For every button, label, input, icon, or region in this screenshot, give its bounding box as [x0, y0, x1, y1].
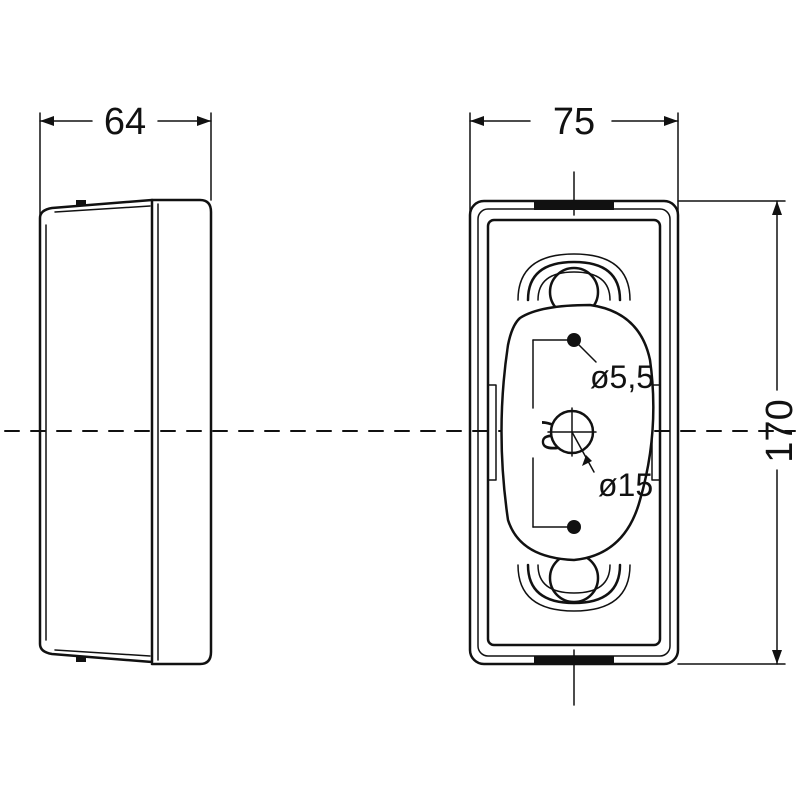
side-view: 64 — [38, 101, 213, 666]
cable-hole-label: ø15 — [598, 467, 653, 503]
front-width-arrow-left — [470, 116, 484, 126]
front-height-arrow-bottom — [772, 650, 782, 664]
front-bottom-tab — [534, 656, 614, 665]
side-bottom-clip — [76, 656, 86, 662]
screw-hole-label: ø5,5 — [590, 359, 654, 395]
front-view: 75 170 — [468, 101, 800, 706]
side-width-arrow-right — [197, 116, 211, 126]
side-width-arrow-left — [40, 116, 54, 126]
side-width-label: 64 — [104, 101, 146, 143]
front-height-arrow-top — [772, 201, 782, 215]
side-housing-outline — [150, 198, 213, 666]
side-lens-bottom-edge — [54, 649, 151, 657]
screw-hole-leader — [573, 339, 597, 363]
front-width-arrow-right — [664, 116, 678, 126]
side-lens-outline — [38, 198, 154, 664]
cable-hole-leader-arrow — [582, 455, 592, 466]
side-lens-top-edge — [54, 205, 151, 213]
cable-hole-leader — [571, 431, 595, 473]
front-left-rib — [487, 384, 497, 481]
front-width-label: 75 — [553, 101, 595, 143]
lower-mounting-boss — [517, 552, 631, 612]
side-top-clip — [76, 200, 86, 206]
front-top-tab — [534, 201, 614, 210]
front-height-label: 170 — [759, 399, 800, 462]
lower-screw-hole — [567, 520, 581, 534]
